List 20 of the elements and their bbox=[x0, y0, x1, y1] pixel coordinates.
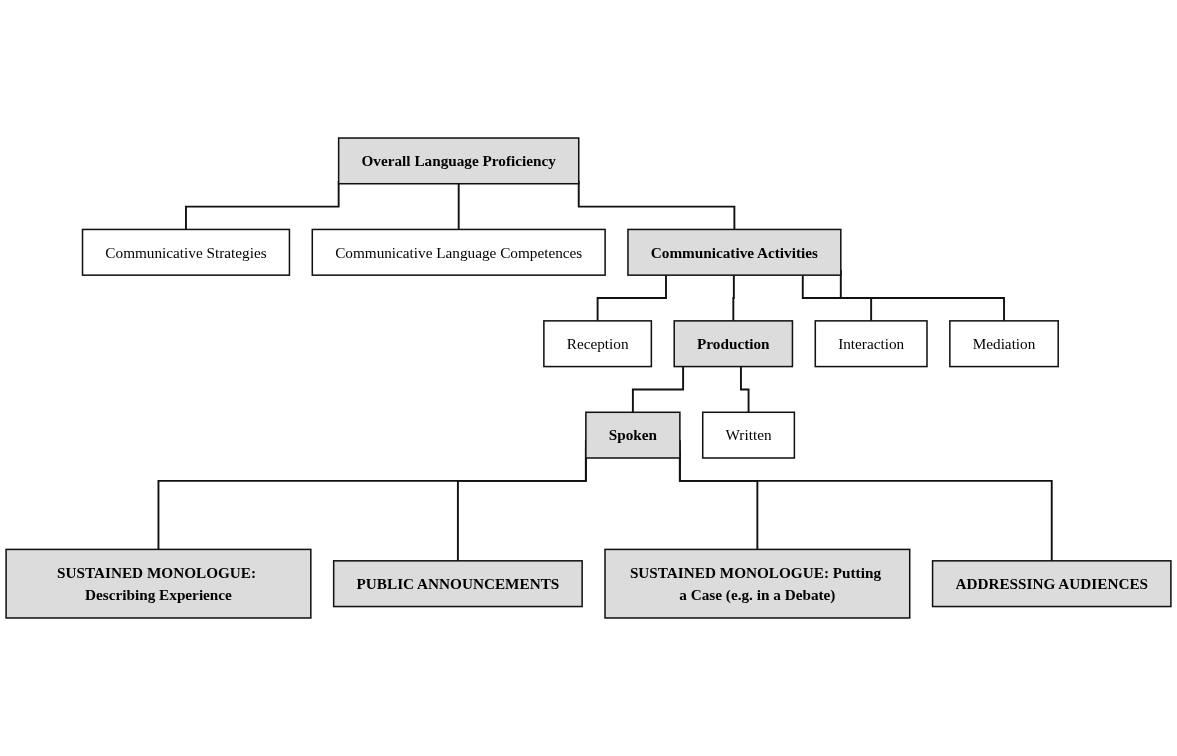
node-box: Communicative Language Competences bbox=[311, 228, 606, 276]
connector bbox=[631, 365, 685, 414]
node-box: PUBLIC ANNOUNCEMENTS bbox=[332, 560, 583, 608]
connector bbox=[801, 274, 873, 322]
connector bbox=[596, 274, 667, 322]
node-box: Mediation bbox=[949, 320, 1059, 368]
node-box: Communicative Strategies bbox=[81, 228, 291, 276]
node-box: Overall Language Proficiency bbox=[337, 137, 580, 185]
node-box: Spoken bbox=[585, 411, 681, 459]
connector bbox=[732, 274, 735, 322]
node-box: Production bbox=[673, 320, 794, 368]
node-box: ADDRESSING AUDIENCES bbox=[931, 560, 1172, 608]
connector bbox=[740, 365, 750, 414]
node-box: Written bbox=[701, 411, 796, 459]
node-box: SUSTAINED MONOLOGUE: Describing Experience bbox=[5, 548, 312, 619]
node-box: Interaction bbox=[814, 320, 928, 368]
connector bbox=[457, 182, 460, 231]
node-box: Reception bbox=[543, 320, 653, 368]
node-box: Communicative Activities bbox=[627, 228, 842, 276]
node-box: SUSTAINED MONOLOGUE: Putting a Case (e.g. in a Debate) bbox=[604, 548, 911, 619]
